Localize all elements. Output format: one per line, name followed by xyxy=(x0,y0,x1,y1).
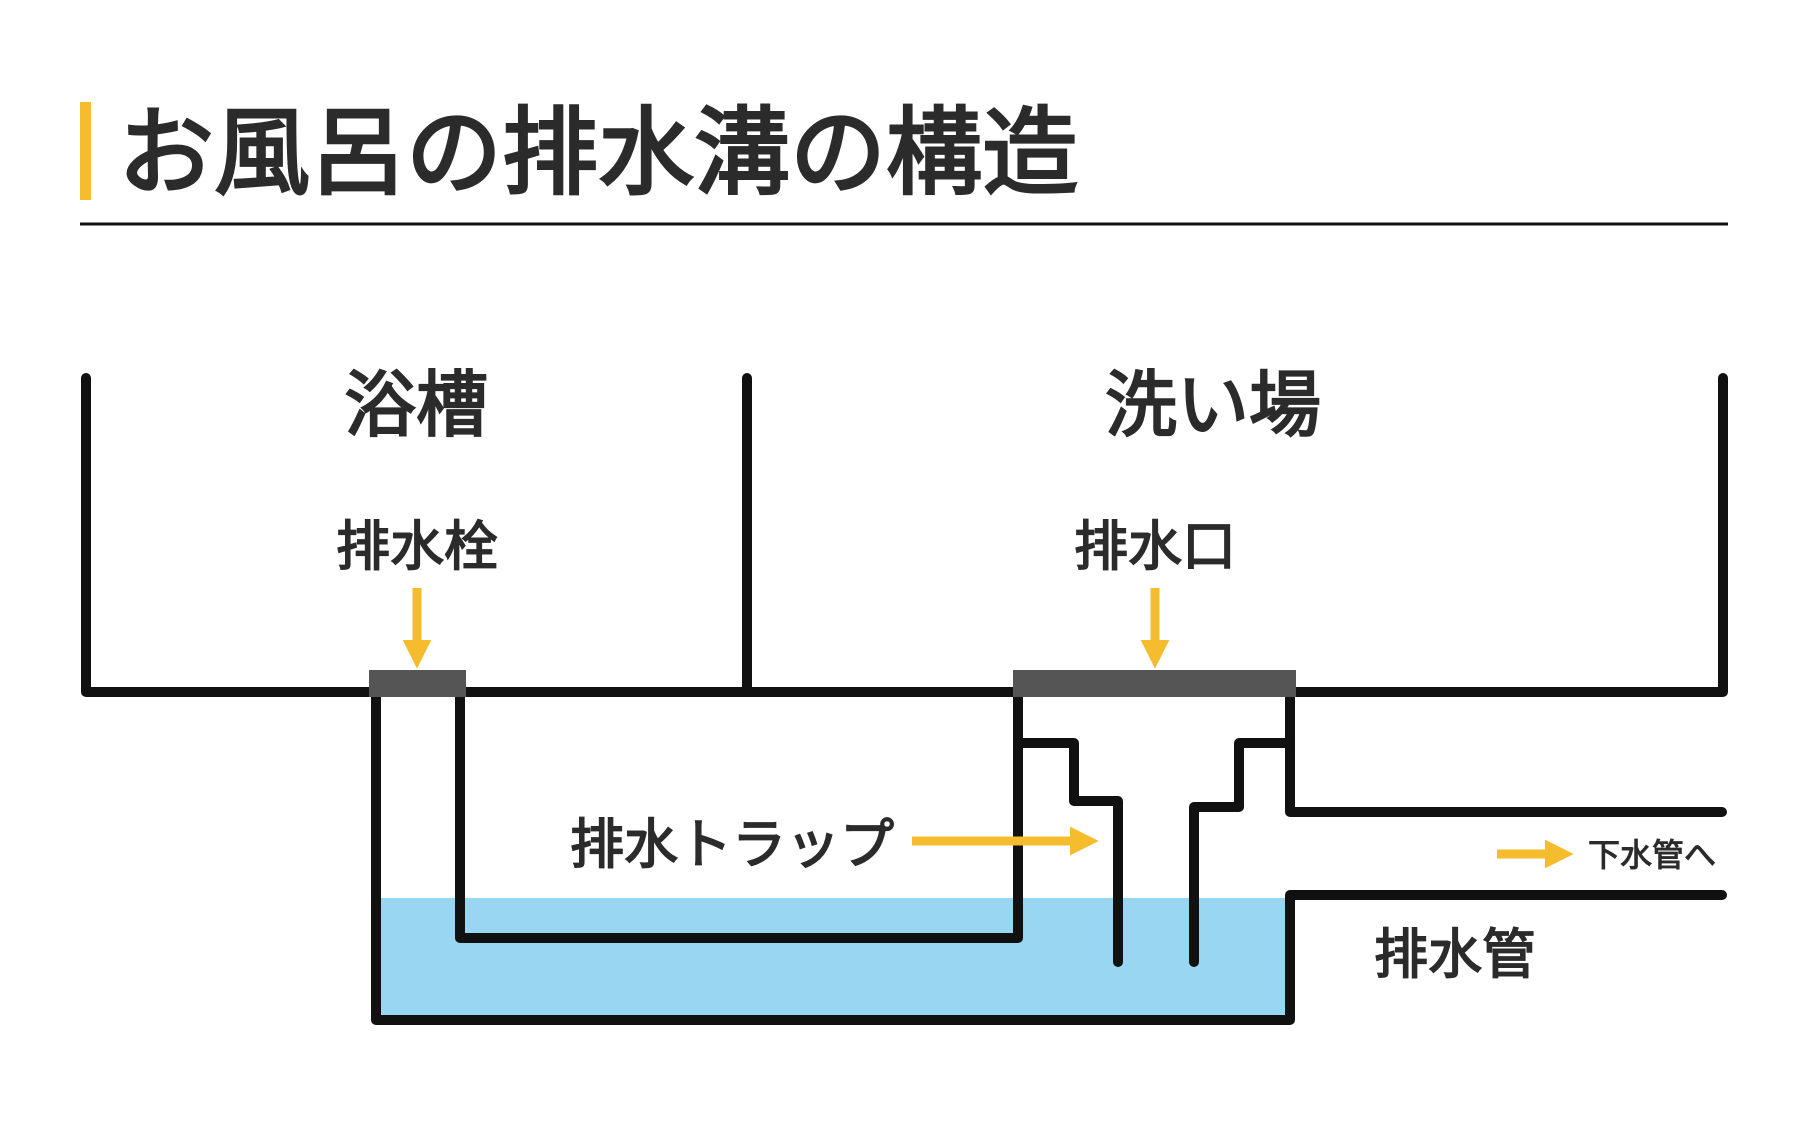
drain-outlet-cover xyxy=(1013,670,1296,697)
tub-pipe-water xyxy=(376,898,460,938)
tub-drain-pipe-inner xyxy=(455,687,1023,943)
drain-trap-label: 排水トラップ xyxy=(570,813,894,876)
bathtub-wall xyxy=(81,373,379,697)
page-title: お風呂の排水溝の構造 xyxy=(118,97,1078,209)
drain-plug-cover xyxy=(369,670,466,697)
to-sewer-label: 下水管へ xyxy=(1588,836,1716,874)
bathtub-label: 浴槽 xyxy=(344,363,488,447)
wash-area-label: 洗い場 xyxy=(1105,363,1321,447)
trap-bell-right xyxy=(1189,738,1295,967)
drain-pipe-label: 排水管 xyxy=(1374,923,1536,986)
trap-chamber-right-wall xyxy=(1285,687,1727,817)
bath-structure xyxy=(81,373,1728,1025)
title-accent-bar xyxy=(80,102,91,200)
wash-floor-right xyxy=(1291,373,1728,697)
tub-drain-pipe-outer xyxy=(371,687,1727,1025)
trap-bell-left xyxy=(1013,738,1123,967)
trap-chamber-water xyxy=(1018,920,1288,1020)
drain-plug-label: 排水栓 xyxy=(336,515,498,578)
drain-outlet-label: 排水口 xyxy=(1074,515,1236,578)
